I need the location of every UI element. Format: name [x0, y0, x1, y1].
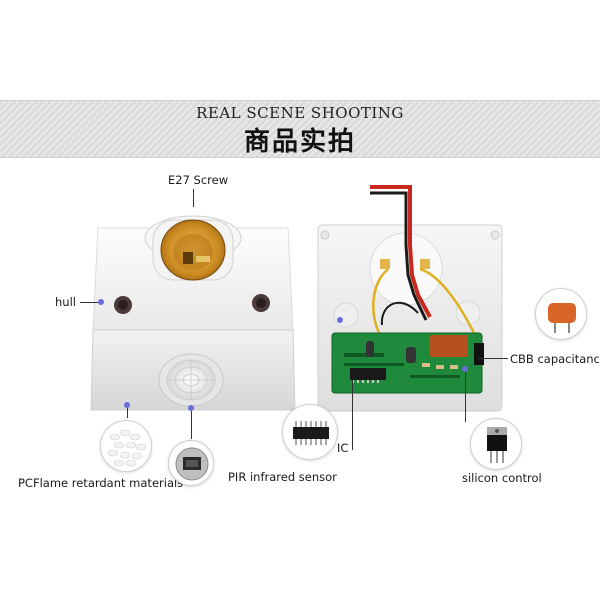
sensor-housing-back-pcb: [317, 185, 503, 412]
label-silicon-control: silicon control: [462, 471, 542, 485]
label-pir-sensor: PIR infrared sensor: [228, 470, 337, 484]
ic-chip-circle: [282, 404, 338, 460]
cbb-capacitor-circle: [535, 288, 587, 340]
sensor-housing-front: [90, 215, 296, 411]
label-ic: IC: [337, 441, 349, 455]
pir-sensor-circle: [168, 440, 214, 486]
line-e27-screw: [193, 189, 194, 207]
line-cbb: [478, 358, 508, 359]
label-pc-flame: PCFlame retardant materials: [18, 476, 184, 490]
header-title-en: REAL SCENE SHOOTING: [196, 104, 404, 122]
line-silicon: [465, 372, 466, 422]
dot-pir: [188, 405, 194, 411]
transistor-icon: [487, 427, 507, 463]
dot-hull: [98, 299, 104, 305]
line-pir: [191, 411, 192, 439]
label-hull: hull: [55, 295, 76, 309]
line-pc-flame: [127, 408, 128, 418]
dot-silicon: [462, 366, 468, 372]
line-hull: [80, 302, 100, 303]
header-title-cn: 商品实拍: [243, 127, 356, 157]
ic-chip-icon: [293, 421, 329, 445]
label-e27-screw: E27 Screw: [168, 173, 229, 187]
label-cbb-capacitance: CBB capacitance: [510, 352, 600, 366]
line-ic: [352, 380, 353, 450]
pellets-icon: [107, 429, 147, 467]
scr-circle: [470, 418, 522, 470]
header-banner: [0, 100, 600, 158]
pir-sensor-icon: [175, 447, 209, 481]
pc-pellets-circle: [100, 420, 152, 472]
capacitor-icon: [548, 303, 576, 333]
dot-pc-flame: [124, 402, 130, 408]
